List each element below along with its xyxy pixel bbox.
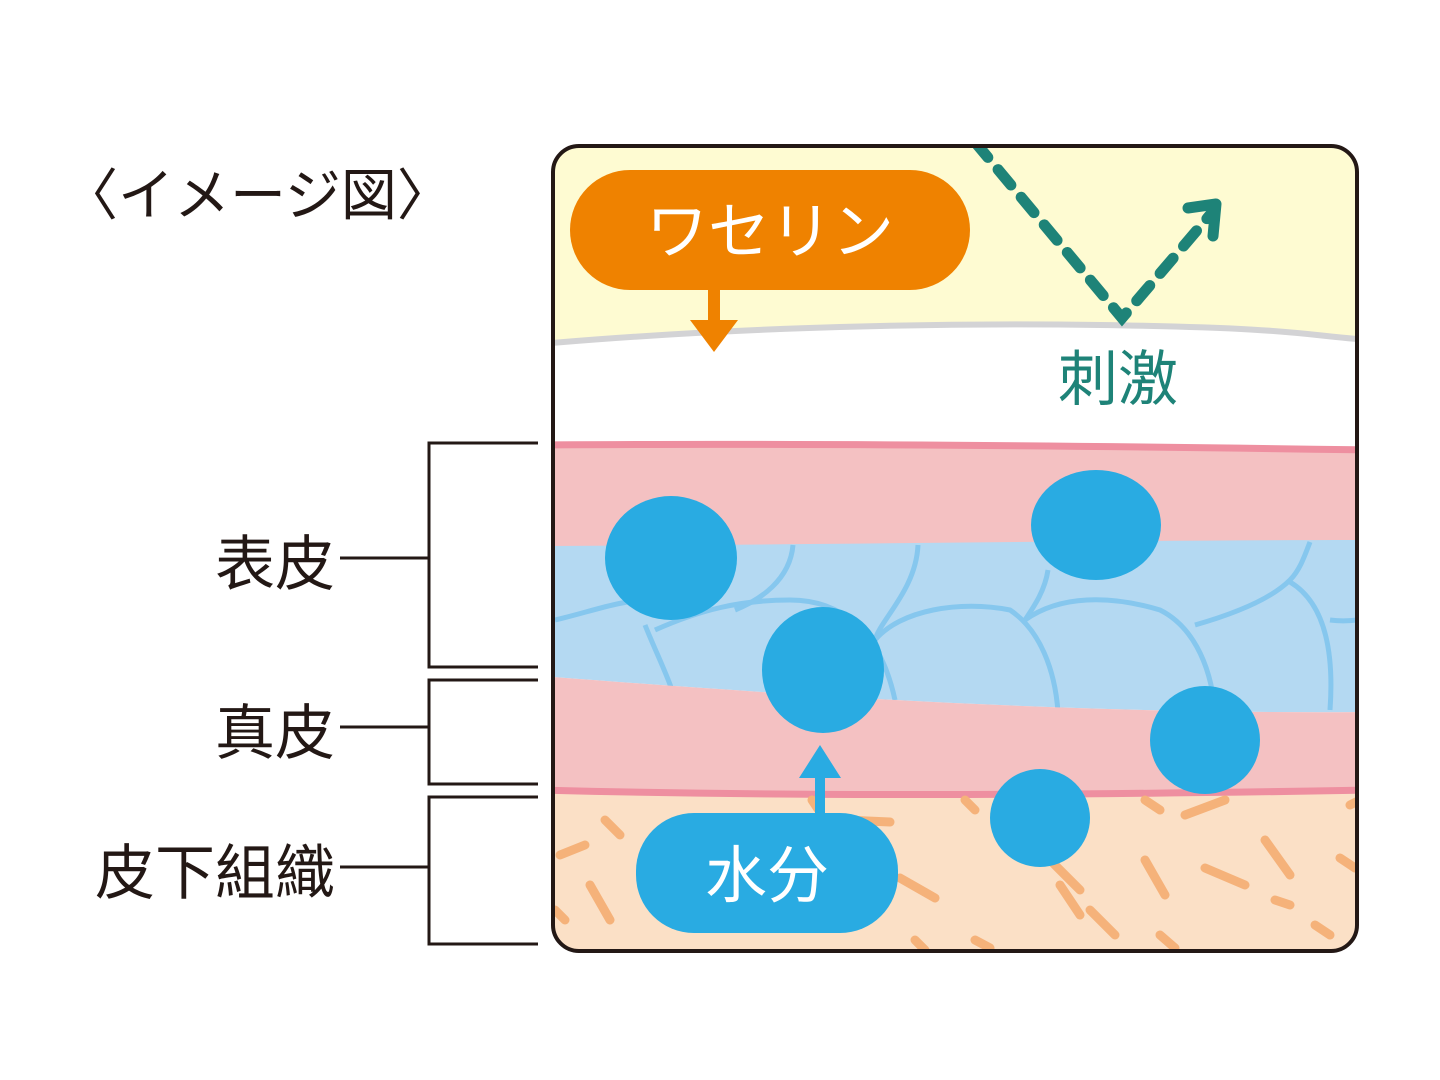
diagram-title: 〈イメージ図〉 bbox=[62, 164, 453, 229]
vaseline-arrow-head bbox=[690, 320, 738, 352]
stimulus-arrow bbox=[969, 146, 1222, 327]
epidermis-label: 表皮 bbox=[215, 530, 335, 600]
cell-layer bbox=[553, 540, 1357, 713]
dermis-label: 真皮 bbox=[215, 699, 335, 769]
dermis-bracket bbox=[427, 678, 538, 786]
subcutaneous-bracket bbox=[427, 795, 538, 946]
water-drop bbox=[605, 496, 737, 620]
water-drop bbox=[762, 607, 884, 733]
moisture-label: 水分 bbox=[705, 839, 829, 912]
epidermis-top-line bbox=[553, 440, 1357, 454]
water-molecules bbox=[605, 470, 1260, 867]
stratum-corneum bbox=[553, 324, 1357, 450]
stimulus-label: 刺激 bbox=[1058, 345, 1178, 415]
water-drop bbox=[1031, 470, 1161, 580]
skin-surface-line bbox=[553, 321, 1357, 347]
dermis-bottom-line bbox=[553, 786, 1357, 799]
layer-brackets bbox=[340, 441, 538, 946]
diagram-frame bbox=[551, 144, 1359, 953]
moisture-arrow-shaft bbox=[815, 776, 825, 818]
subcutaneous-label: 皮下組織 bbox=[95, 839, 335, 909]
epidermis-bracket bbox=[427, 441, 538, 669]
moisture-badge: 水分 bbox=[636, 745, 898, 933]
water-drop bbox=[990, 769, 1090, 867]
vaseline-arrow-shaft bbox=[708, 288, 720, 324]
vaseline-label: ワセリン bbox=[646, 195, 894, 268]
epidermis-upper bbox=[553, 444, 1357, 560]
water-drop bbox=[1150, 686, 1260, 794]
moisture-arrow-head bbox=[799, 745, 841, 778]
vaseline-badge: ワセリン bbox=[570, 170, 970, 352]
